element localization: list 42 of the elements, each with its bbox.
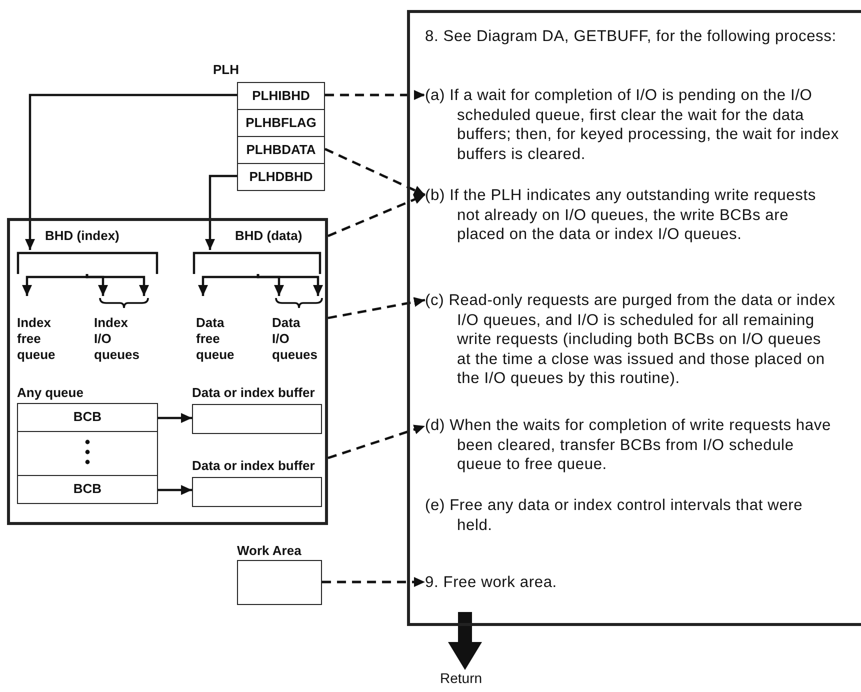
arrow (158, 485, 192, 495)
bcb-entry: BCB (17, 475, 158, 504)
return-label: Return (440, 670, 500, 688)
process-step: (a) If a wait for completion of I/O is pending on the I/O scheduled queue, first clear the wait for the data buffers; then, for keyed processing, the wait for index buffers is cleared. (425, 86, 839, 164)
process-step: 9. Free work area. (425, 573, 839, 592)
arrow (22, 274, 88, 296)
queue-label: Data I/O queues (272, 315, 319, 363)
table-title: PLH (213, 62, 239, 78)
process-step: (c) Read-only requests are purged from the data or index I/O queues, and I/O is scheduled for all remaining write requests (including both BCBs on I/O queues at the time a close was issued and those placed on the I/O queues by this routine). (425, 291, 839, 388)
arrow (25, 94, 237, 250)
bcb-entry: BCB (17, 403, 158, 432)
arrow (86, 274, 149, 296)
buffer-label: Data or index buffer (192, 458, 315, 474)
queue-label: Index I/O queues (94, 315, 141, 363)
process-step: (b) If the PLH indicates any outstanding write requests not already on I/O queues, the write BCBs are placed on the data or index I/O queues. (425, 186, 839, 244)
pointer-field: PLHIBHD (237, 82, 325, 110)
bracket-label: BHD (index) (45, 228, 120, 244)
pointer-field: PLHDBHD (237, 163, 325, 191)
dashed-arrow (324, 148, 426, 196)
bracket-label: BHD (data) (235, 228, 302, 244)
queue-label: Data free queue (196, 296, 246, 362)
buffer-label: Data or index buffer (192, 385, 315, 401)
dashed-arrow (328, 297, 426, 320)
area-label: Work Area (237, 543, 302, 559)
process-step: (d) When the waits for completion of write requests have been cleared, transfer BCBs from I/O schedule queue to free queue. (425, 416, 839, 474)
arrow (205, 174, 237, 250)
arrow (256, 274, 323, 296)
table-title: Any queue (17, 385, 84, 401)
pointer-field: PLHBDATA (237, 136, 325, 164)
process-box (407, 10, 861, 626)
dashed-arrow (328, 424, 426, 460)
dashed-arrow (325, 90, 425, 100)
queue-label: Index free queue (17, 296, 72, 362)
process-step: (e) Free any data or index control intervals that were held. (425, 496, 839, 535)
arrow (198, 274, 260, 296)
flag-field: PLHBFLAG (237, 109, 325, 137)
arrow (158, 413, 192, 423)
control-block-frame (7, 218, 328, 525)
dashed-arrow (322, 577, 425, 587)
return-arrow (448, 612, 482, 670)
process-step: 8. See Diagram DA, GETBUFF, for the following process: (425, 27, 839, 46)
dashed-arrow (328, 194, 426, 238)
